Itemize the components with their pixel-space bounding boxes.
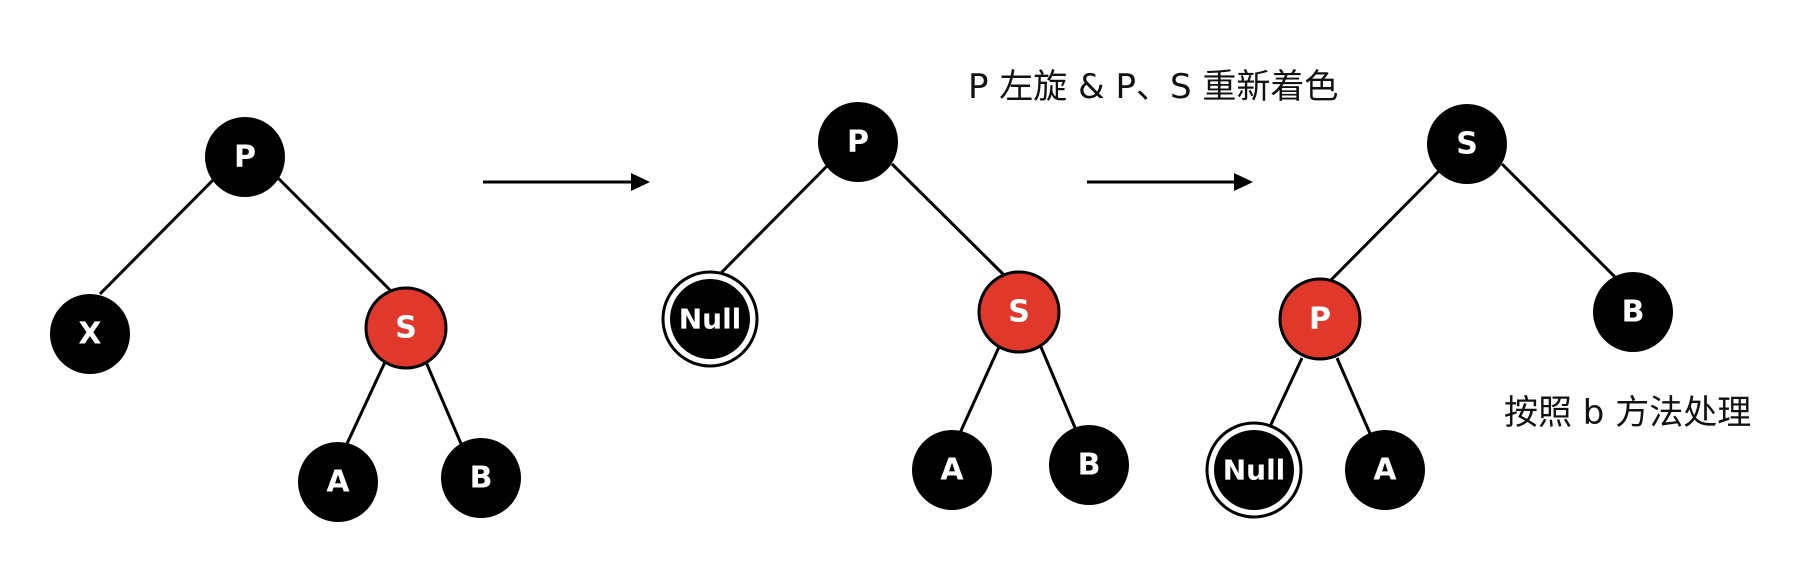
node-p: P bbox=[818, 102, 898, 182]
edge-s-a bbox=[343, 361, 387, 449]
edge-p-x bbox=[98, 176, 217, 296]
node-b: B bbox=[441, 438, 521, 518]
tree-replaced: P Null S A B bbox=[661, 102, 1129, 510]
node-a-label: A bbox=[940, 453, 964, 488]
node-b-label: B bbox=[1622, 295, 1645, 330]
node-b-label: B bbox=[470, 461, 493, 496]
node-a: A bbox=[298, 442, 378, 522]
node-s-label: S bbox=[1456, 127, 1478, 162]
node-p: P bbox=[205, 117, 285, 197]
node-p-label: P bbox=[234, 140, 256, 175]
edge-s-p bbox=[1326, 168, 1442, 285]
node-b: B bbox=[1593, 272, 1673, 352]
node-null: Null bbox=[1205, 421, 1303, 519]
node-b-label: B bbox=[1078, 448, 1101, 483]
node-a: A bbox=[1345, 430, 1425, 510]
node-x: X bbox=[50, 294, 130, 374]
node-p-label: P bbox=[847, 125, 869, 160]
edge-s-b bbox=[424, 361, 464, 447]
node-s: S bbox=[364, 286, 448, 370]
node-p: P bbox=[1278, 277, 1362, 361]
node-null-label: Null bbox=[679, 303, 742, 336]
transition-arrow-2 bbox=[1087, 173, 1253, 191]
edge-p-null bbox=[714, 162, 831, 280]
node-null: Null bbox=[661, 270, 759, 368]
node-x-label: X bbox=[78, 317, 101, 352]
edge-p-s bbox=[276, 176, 394, 294]
node-p-label: P bbox=[1309, 302, 1331, 337]
transition-arrow-1 bbox=[483, 173, 650, 191]
node-null-label: Null bbox=[1223, 454, 1286, 487]
node-a-label: A bbox=[1373, 453, 1397, 488]
node-s: S bbox=[977, 270, 1061, 354]
edge-p-null bbox=[1265, 357, 1304, 434]
tree-rotated: S P B Null A bbox=[1205, 104, 1673, 519]
node-a-label: A bbox=[326, 465, 350, 500]
edge-s-b bbox=[1039, 346, 1078, 431]
node-s-label: S bbox=[1008, 295, 1030, 330]
edge-p-s bbox=[890, 162, 1008, 279]
node-s: S bbox=[1427, 104, 1507, 184]
edge-p-a bbox=[1335, 357, 1374, 439]
node-a: A bbox=[912, 430, 992, 510]
node-b: B bbox=[1049, 425, 1129, 505]
edge-s-b bbox=[1500, 162, 1618, 280]
tree-before: P X S A B bbox=[50, 117, 521, 522]
caption-rotate-recolor: P 左旋 & P、S 重新着色 bbox=[968, 67, 1338, 107]
node-s-label: S bbox=[395, 311, 417, 346]
edge-s-a bbox=[958, 346, 1001, 434]
caption-apply-method-b: 按照 b 方法处理 bbox=[1504, 393, 1751, 433]
